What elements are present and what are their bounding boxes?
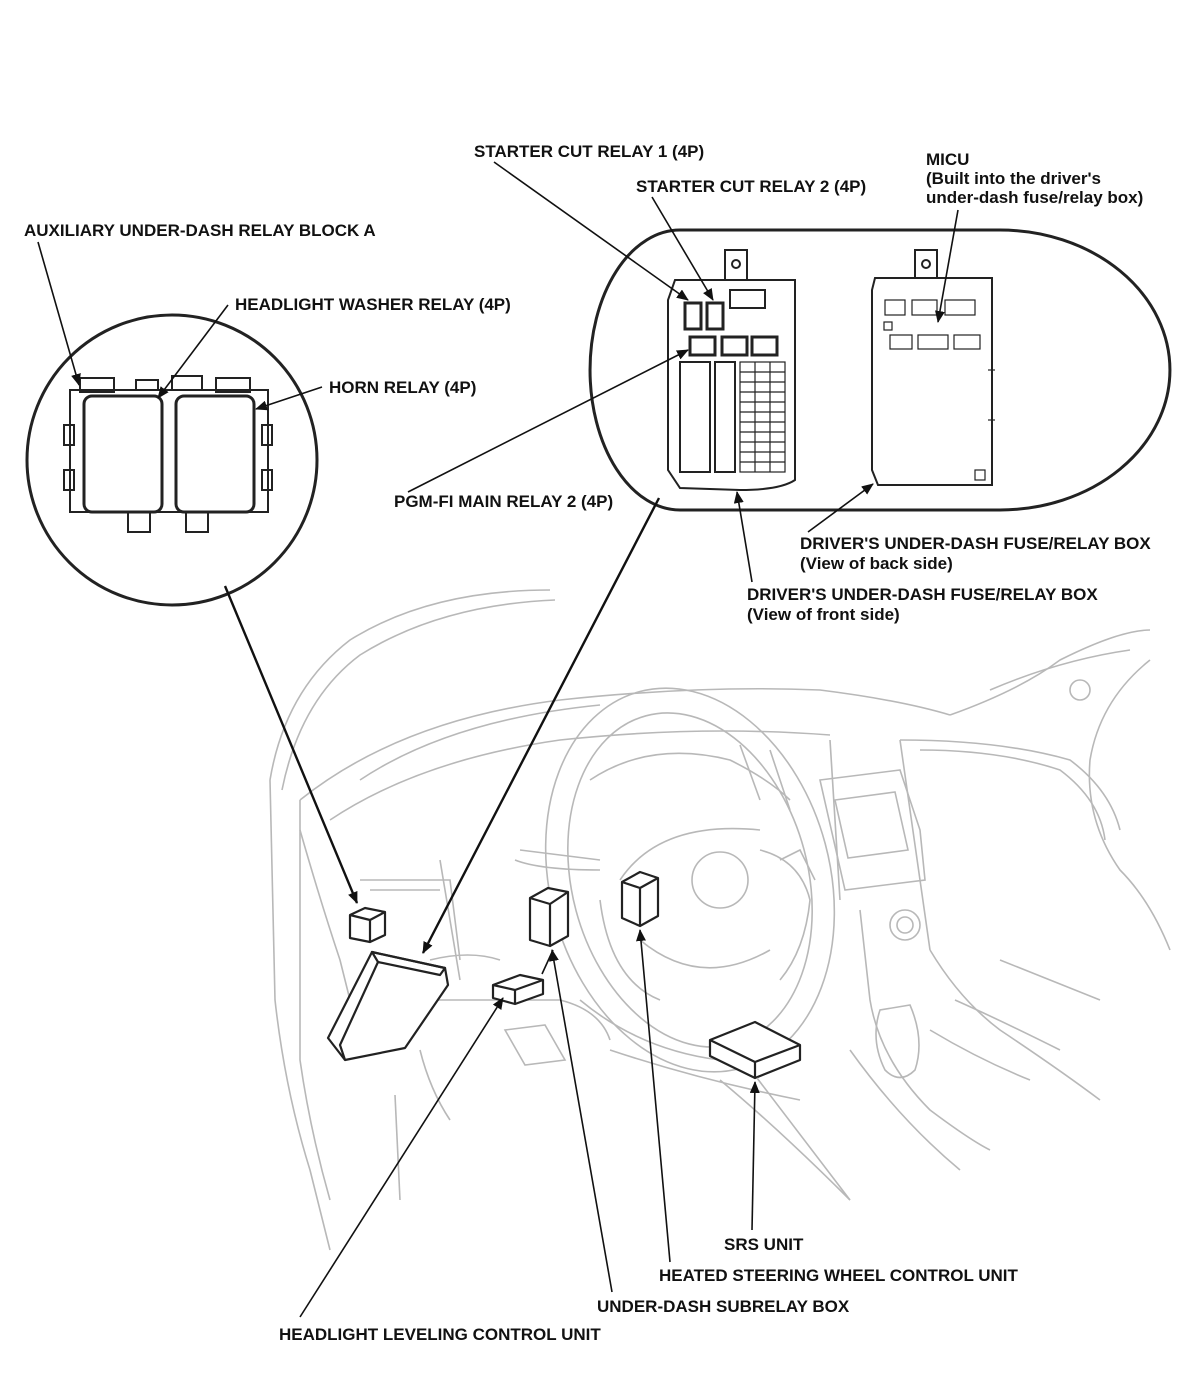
label-starter-cut-relay-2: STARTER CUT RELAY 2 (4P) bbox=[636, 177, 867, 196]
leader-aux-block bbox=[37, 241, 81, 386]
label-aux-relay-block: AUXILIARY UNDER-DASH RELAY BLOCK A bbox=[24, 221, 376, 240]
leader-lines bbox=[37, 161, 959, 1318]
leader-fuse-front bbox=[733, 491, 753, 583]
aux-relay-block-component bbox=[348, 906, 387, 944]
srs-unit-component bbox=[708, 1020, 802, 1080]
label-micu-note-2: under-dash fuse/relay box) bbox=[926, 188, 1144, 207]
leader-fuse-back bbox=[807, 483, 874, 533]
leader-relay-circle-to-car bbox=[223, 585, 359, 904]
leader-fuse-oval-to-car bbox=[421, 497, 661, 954]
label-fuse-box-back: DRIVER'S UNDER-DASH FUSE/RELAY BOX bbox=[800, 534, 1151, 553]
leader-horn bbox=[255, 386, 323, 411]
label-headlight-washer-relay: HEADLIGHT WASHER RELAY (4P) bbox=[235, 295, 511, 314]
label-headlight-leveling: HEADLIGHT LEVELING CONTROL UNIT bbox=[279, 1325, 601, 1344]
relay-block-detail bbox=[25, 313, 319, 607]
label-fuse-box-front-view: (View of front side) bbox=[747, 605, 900, 624]
label-srs-unit: SRS UNIT bbox=[724, 1235, 804, 1254]
label-horn-relay: HORN RELAY (4P) bbox=[329, 378, 477, 397]
component-boxes bbox=[326, 870, 802, 1080]
label-micu-title: MICU bbox=[926, 150, 970, 169]
driver-fuse-box-component bbox=[326, 950, 450, 1062]
label-subrelay-box: UNDER-DASH SUBRELAY BOX bbox=[597, 1297, 850, 1316]
label-micu-note-1: (Built into the driver's bbox=[926, 169, 1101, 188]
leader-headlight-washer bbox=[157, 304, 229, 399]
leader-starter-1 bbox=[493, 161, 689, 301]
leader-starter-2 bbox=[651, 196, 714, 301]
label-fuse-box-back-view: (View of back side) bbox=[800, 554, 953, 573]
leader-headlight-leveling bbox=[299, 997, 504, 1318]
leader-subrelay bbox=[548, 949, 613, 1293]
leader-heated-steering bbox=[636, 929, 671, 1263]
leader-pgm-fi bbox=[407, 349, 689, 493]
fuse-box-detail bbox=[588, 228, 1172, 512]
label-starter-cut-relay-1: STARTER CUT RELAY 1 (4P) bbox=[474, 142, 705, 161]
label-fuse-box-front: DRIVER'S UNDER-DASH FUSE/RELAY BOX bbox=[747, 585, 1098, 604]
leader-srs bbox=[749, 1081, 760, 1231]
leader-micu bbox=[935, 209, 959, 323]
label-pgm-fi-main-relay: PGM-FI MAIN RELAY 2 (4P) bbox=[394, 492, 614, 511]
label-heated-steering: HEATED STEERING WHEEL CONTROL UNIT bbox=[659, 1266, 1018, 1285]
